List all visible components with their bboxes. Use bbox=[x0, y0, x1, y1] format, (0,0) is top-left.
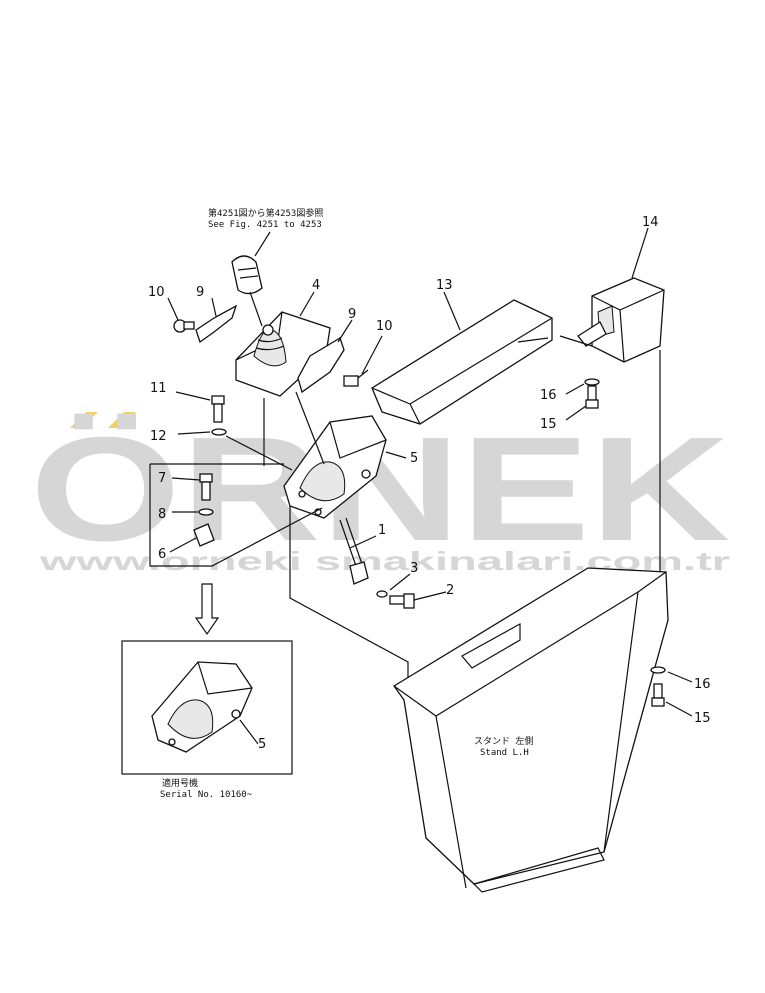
bracket-9-left bbox=[195, 304, 238, 344]
callout-14: 14 bbox=[642, 215, 659, 230]
clamp-6 bbox=[193, 523, 215, 547]
callout-10-right: 10 bbox=[376, 319, 393, 334]
ref-note-en: See Fig. 4251 to 4253 bbox=[208, 220, 322, 230]
callout-9-left: 9 bbox=[196, 285, 204, 300]
callout-10-left: 10 bbox=[148, 285, 165, 300]
ref-note-jp: 第4251図から第4253図参照 bbox=[208, 207, 323, 219]
callout-2: 2 bbox=[446, 583, 454, 598]
callout-9-right: 9 bbox=[348, 307, 356, 322]
callout-1: 1 bbox=[378, 523, 386, 538]
watermark-accent-right bbox=[108, 412, 136, 428]
inset-frame bbox=[121, 640, 293, 775]
bolt-2 bbox=[389, 593, 415, 609]
callout-15-bottom: 15 bbox=[694, 711, 711, 726]
callouts: 4 9 10 9 10 11 12 13 14 16 15 5 7 8 6 1 … bbox=[148, 215, 711, 752]
callout-7: 7 bbox=[158, 471, 166, 486]
grip-part bbox=[231, 255, 263, 327]
serial-label-en: Serial No. 10160~ bbox=[160, 790, 253, 800]
watermark-accent-left bbox=[70, 412, 98, 428]
bolt-15-bottom bbox=[651, 683, 665, 707]
bolt-10-left bbox=[173, 319, 195, 333]
lever-box-part bbox=[235, 311, 331, 397]
rod-1 bbox=[339, 517, 369, 585]
callout-15-top: 15 bbox=[540, 417, 557, 432]
stand-lh-part bbox=[393, 567, 669, 893]
washer-16-bottom bbox=[650, 666, 666, 674]
serial-label-jp: 適用号機 bbox=[162, 777, 198, 789]
stand-label-en: Stand L.H bbox=[480, 748, 529, 758]
washer-16-top bbox=[584, 378, 600, 386]
cover-part bbox=[577, 277, 665, 363]
washer-3 bbox=[376, 590, 388, 598]
bolt-10-right bbox=[343, 369, 369, 387]
washer-12 bbox=[211, 428, 227, 436]
callout-13: 13 bbox=[436, 278, 453, 293]
callout-leaders bbox=[167, 227, 693, 745]
stand-label-jp: スタンド 左側 bbox=[474, 735, 533, 747]
washer-8 bbox=[198, 508, 214, 516]
callout-3: 3 bbox=[410, 561, 418, 576]
bolt-15-top bbox=[585, 385, 599, 409]
callout-5-main: 5 bbox=[410, 451, 418, 466]
bolt-11 bbox=[211, 395, 225, 423]
callout-4: 4 bbox=[312, 278, 320, 293]
callout-12: 12 bbox=[150, 429, 167, 444]
callout-11: 11 bbox=[150, 381, 167, 396]
callout-5-inset: 5 bbox=[258, 737, 266, 752]
callout-8: 8 bbox=[158, 507, 166, 522]
armrest-cushion-part bbox=[371, 299, 553, 425]
callout-6: 6 bbox=[158, 547, 166, 562]
inset-housing-part bbox=[151, 661, 253, 753]
group-frame bbox=[149, 463, 323, 567]
callout-16-bottom: 16 bbox=[694, 677, 711, 692]
arrow-down bbox=[194, 583, 220, 636]
bolt-7 bbox=[199, 473, 213, 501]
callout-16-top: 16 bbox=[540, 388, 557, 403]
